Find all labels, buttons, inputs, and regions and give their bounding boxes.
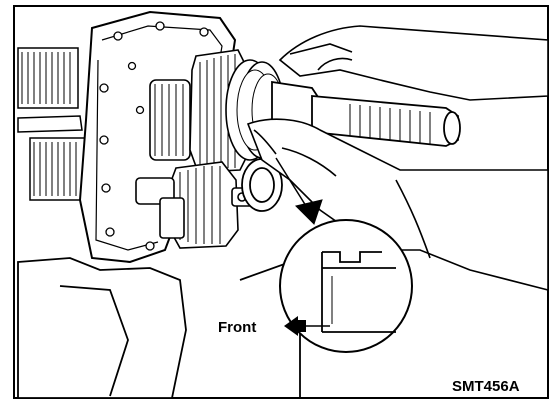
figure-code-label: SMT456A [452,378,520,395]
detail-circle [279,219,413,353]
main-shaft [241,80,461,212]
left-gear-stack [17,47,86,201]
detail-arrow [275,157,323,225]
front-label: Front [218,319,256,336]
lower-housing [17,257,301,399]
hands [246,25,549,292]
front-arrow [284,316,330,336]
